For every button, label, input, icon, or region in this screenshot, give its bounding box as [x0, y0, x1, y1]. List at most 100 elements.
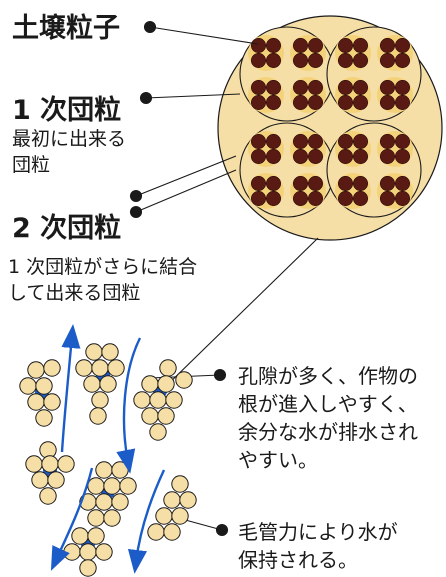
pore-note-line2: 根が進入しやすく、 — [238, 392, 418, 416]
soil-particle — [394, 95, 410, 111]
soil-particle — [379, 134, 395, 150]
soil-aggregate-grain — [141, 407, 159, 425]
soil-particle — [352, 37, 368, 53]
primary-aggregate — [239, 26, 335, 122]
soil-particle — [251, 37, 267, 53]
soil-aggregate-grain — [171, 475, 189, 493]
soil-aggregate-grain — [165, 391, 183, 409]
soil-particle — [292, 95, 308, 111]
soil-particle — [352, 191, 368, 207]
capillary-note-line1: 毛管力により水が — [238, 520, 398, 544]
pore-note-line3: 余分な水が排水され — [238, 420, 418, 444]
soil-aggregate-grain — [19, 377, 37, 395]
soil-aggregate-grain — [25, 455, 43, 473]
soil-particle — [379, 176, 395, 192]
soil-aggregate-grain — [163, 523, 181, 541]
soil-particle — [337, 37, 353, 53]
soil-aggregate-grain — [159, 359, 177, 377]
soil-particle — [379, 52, 395, 68]
soil-structure-view — [19, 343, 197, 577]
soil-aggregate-grain — [107, 359, 125, 377]
capillary-note-line2: 保持される。 — [238, 548, 358, 572]
soil-particle — [307, 191, 323, 207]
soil-aggregate-grain — [147, 523, 165, 541]
soil-particle — [307, 52, 323, 68]
soil-particle — [394, 80, 410, 96]
soil-aggregate-grain — [163, 491, 181, 509]
soil-particle — [352, 80, 368, 96]
soil-particle — [251, 52, 267, 68]
secondary-desc-line2: して出来る団粒 — [8, 282, 141, 304]
soil-particle — [379, 80, 395, 96]
soil-aggregate-grain — [179, 491, 197, 509]
soil-particle — [337, 80, 353, 96]
water-flow-arrows — [50, 324, 166, 574]
soil-particle — [337, 95, 353, 111]
soil-particle — [394, 149, 410, 165]
soil-particle — [394, 191, 410, 207]
soil-aggregate-grain — [101, 343, 119, 361]
downward-arrow — [50, 467, 94, 571]
soil-aggregate-grain — [111, 461, 129, 479]
soil-aggregate-grain — [85, 343, 103, 361]
soil-particle — [251, 191, 267, 207]
soil-particle — [337, 149, 353, 165]
soil-aggregate-grain — [171, 507, 189, 525]
soil-aggregate-grain — [119, 477, 137, 495]
soil-particle — [379, 37, 395, 53]
soil-particle — [292, 52, 308, 68]
soil-aggregate-grain — [75, 359, 93, 377]
soil-particle — [307, 37, 323, 53]
secondary-aggregate-label: 2 次団粒 — [12, 213, 122, 244]
soil-particle — [265, 80, 281, 96]
soil-particle — [292, 149, 308, 165]
soil-particle — [292, 191, 308, 207]
soil-aggregate-grain — [149, 423, 167, 441]
soil-aggregate-grain — [71, 527, 89, 545]
soil-aggregate-grain — [83, 375, 101, 393]
downward-arrow — [116, 337, 142, 474]
soil-particle — [292, 37, 308, 53]
soil-aggregate-grain — [91, 391, 109, 409]
soil-particle — [251, 95, 267, 111]
primary-aggregate — [239, 122, 335, 218]
soil-particle — [379, 149, 395, 165]
soil-aggregate-grain — [95, 461, 113, 479]
soil-aggregate-grain — [155, 507, 173, 525]
soil-aggregate-grain — [43, 359, 61, 377]
soil-aggregate-grain — [63, 543, 81, 561]
soil-particle — [251, 80, 267, 96]
soil-particle — [265, 149, 281, 165]
downward-arrow — [127, 469, 166, 574]
soil-aggregate-grain — [141, 375, 159, 393]
primary-desc-line2: 団粒 — [12, 154, 51, 176]
soil-aggregate-grain — [157, 375, 175, 393]
aggregate-cluster — [79, 461, 137, 527]
pore-note-line4: やすい。 — [238, 448, 318, 472]
soil-aggregate-grain — [39, 487, 57, 505]
soil-particle — [265, 95, 281, 111]
soil-particle — [251, 134, 267, 150]
soil-aggregate-grain — [79, 543, 97, 561]
soil-aggregate-grain — [149, 391, 167, 409]
soil-aggregate-grain — [87, 527, 105, 545]
soil-particle — [251, 176, 267, 192]
soil-particle — [337, 134, 353, 150]
soil-particle — [292, 80, 308, 96]
soil-particle-label: 土壌粒子 — [12, 13, 120, 44]
primary-aggregate-label: 1 次団粒 — [12, 95, 122, 126]
soil-aggregate-grain — [133, 391, 151, 409]
soil-particle — [265, 134, 281, 150]
soil-particle — [307, 149, 323, 165]
soil-aggregate-grain — [91, 359, 109, 377]
soil-aggregate-grain — [87, 509, 105, 527]
soil-aggregate-grain — [87, 477, 105, 495]
soil-particle — [394, 134, 410, 150]
soil-particle — [251, 149, 267, 165]
soil-particle — [265, 176, 281, 192]
soil-particle — [352, 149, 368, 165]
soil-aggregate-grain — [175, 371, 193, 389]
soil-aggregate-grain — [103, 477, 121, 495]
soil-particle — [394, 37, 410, 53]
